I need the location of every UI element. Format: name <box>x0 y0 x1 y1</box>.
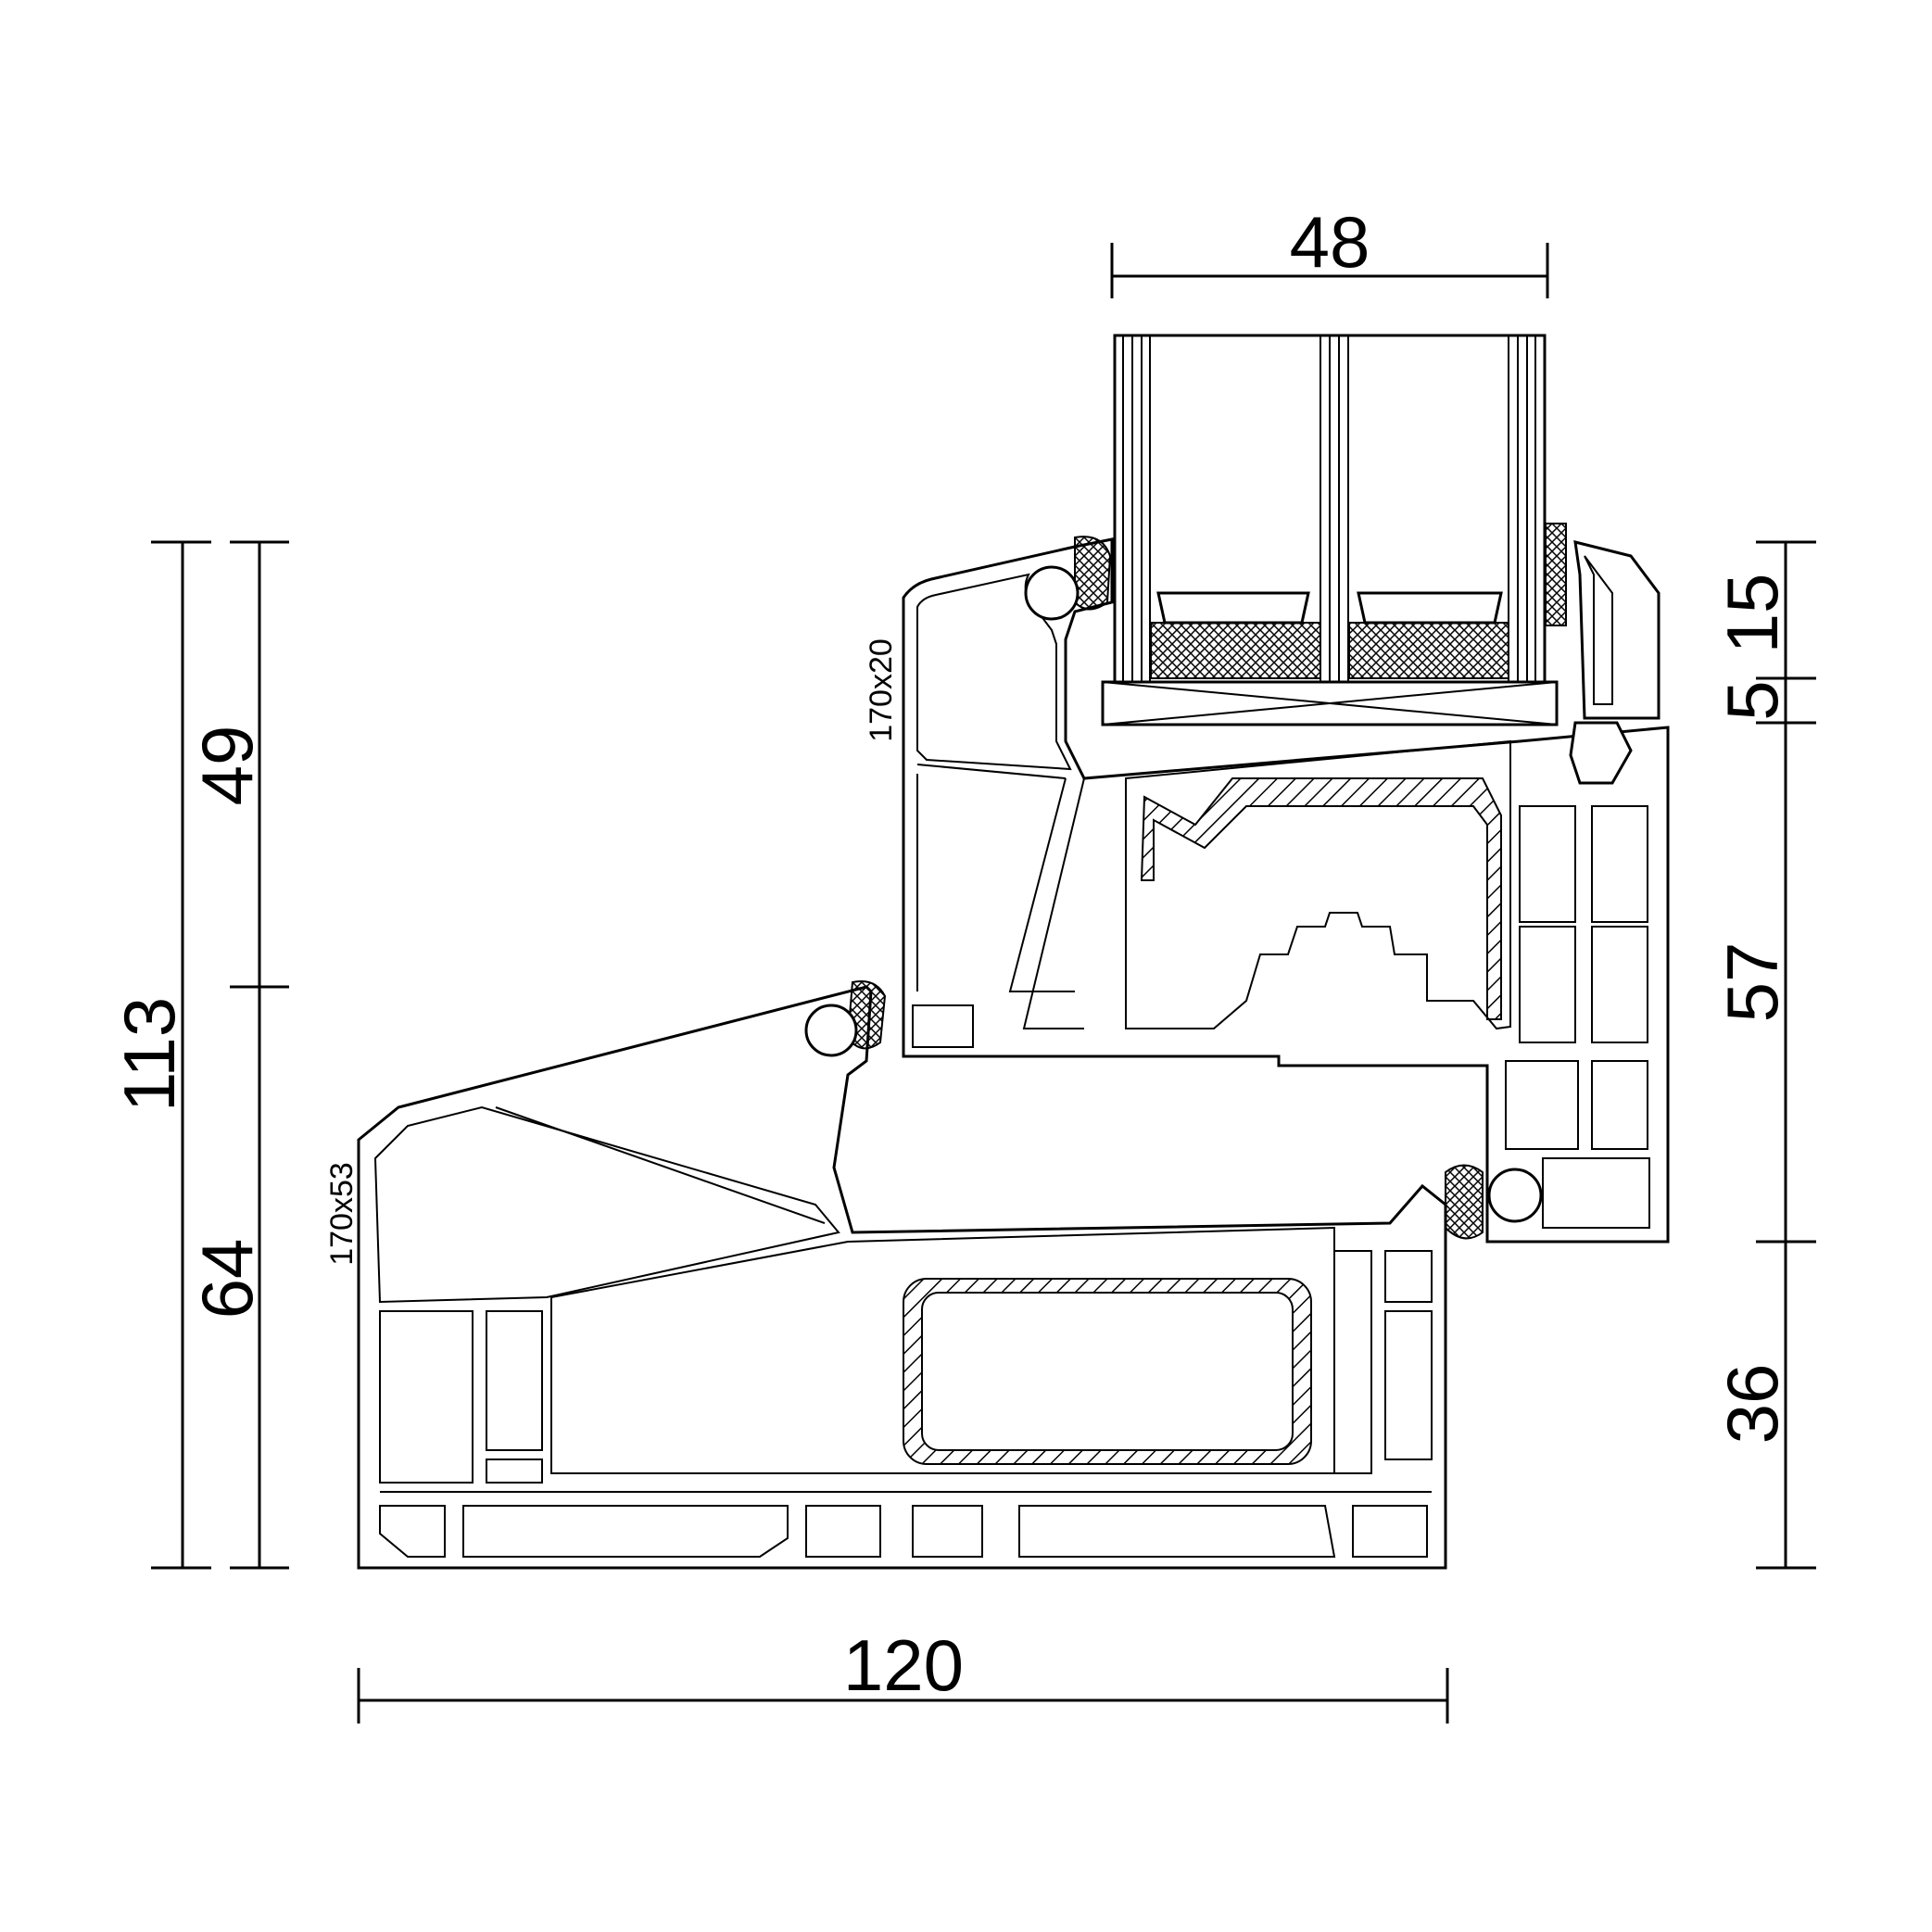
dimension-top-48: 48 <box>1110 201 1549 298</box>
sash-profile <box>902 523 1670 1244</box>
dimension-left-113: 113 <box>108 540 211 1570</box>
dimension-label-top-width: 48 <box>1290 201 1370 283</box>
dimension-left-49-64: 49 64 <box>186 540 289 1570</box>
dimension-label-right-top: 15 <box>1711 574 1793 654</box>
dimension-label-left-total: 113 <box>108 997 190 1112</box>
dimension-right-stack: 15 5 57 36 <box>1711 540 1816 1570</box>
frame-profile <box>357 980 1447 1570</box>
dimension-label-right-second: 5 <box>1711 680 1793 720</box>
glazing-unit <box>1101 334 1559 726</box>
dimension-label-right-bottom: 36 <box>1711 1364 1793 1445</box>
dimension-bottom-120: 120 <box>357 1624 1449 1724</box>
dimension-label-right-middle: 57 <box>1711 942 1793 1023</box>
label-frame-profile: 170x53 <box>324 1162 360 1266</box>
dimension-label-left-upper: 49 <box>186 726 268 806</box>
label-sash-profile: 170x20 <box>864 638 899 742</box>
dimension-label-bottom-width: 120 <box>843 1624 964 1706</box>
dimension-label-left-lower: 64 <box>186 1239 268 1320</box>
